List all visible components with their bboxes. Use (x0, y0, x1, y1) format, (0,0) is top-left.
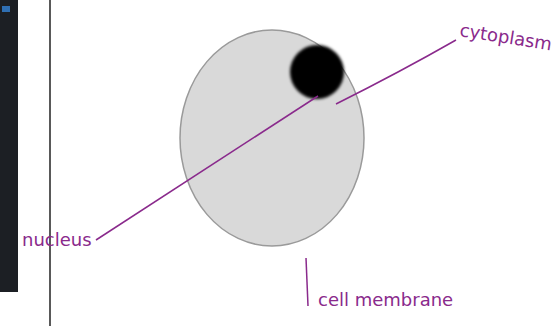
screen-icon (2, 6, 10, 12)
cell-body (180, 30, 364, 246)
screen-strip (0, 0, 18, 292)
part-label: nucleus (22, 230, 92, 250)
part-label: cytoplasm (458, 20, 553, 54)
divider-line (49, 0, 51, 326)
leader-line (306, 258, 308, 306)
leader-line (336, 40, 456, 104)
leader-line (96, 96, 318, 240)
part-label: cell membrane (318, 290, 453, 310)
nucleus-shape (290, 45, 344, 99)
